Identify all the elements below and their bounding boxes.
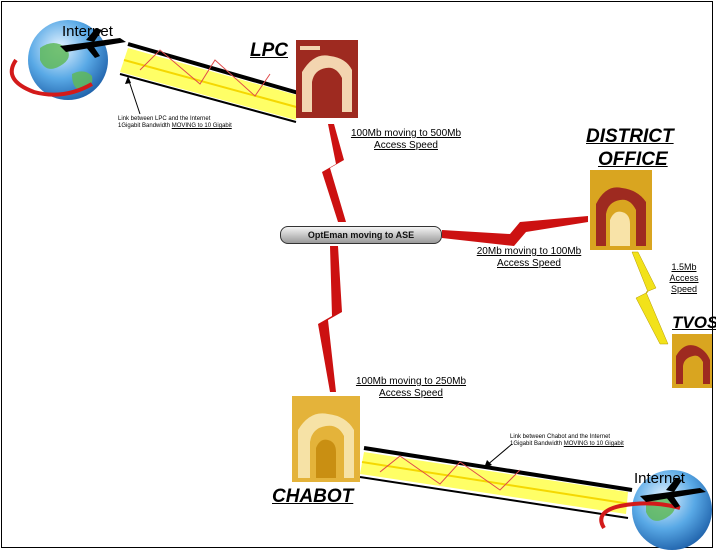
speed-label-tvos: 1.5Mb Access Speed [664,262,704,295]
optemane-label: OptEman moving to ASE [308,230,414,240]
internet-label-top: Internet [62,23,113,40]
lightning-district-tvos [632,252,668,344]
speed-label-lpc: 100Mb moving to 500Mb Access Speed [338,128,474,152]
lpc-note-emph: MOVING to 10 Gigabit [172,123,232,129]
speed-lpc-line1: 100Mb moving to 500Mb [338,128,474,140]
speed-tvos-line2: Access [664,273,704,284]
tvos-logo [672,334,712,388]
chabot-logo [292,396,360,482]
lpc-logo [296,40,358,118]
lpc-note-line1: Link between LPC and the Internet [118,116,298,123]
speed-chabot-line2: Access Speed [346,388,476,400]
chabot-note-line2: 1Gigabit Bandwidth MOVING to 10 Gigabit [510,441,700,448]
chabot-link-note: Link between Chabot and the Internet 1Gi… [510,434,700,448]
chabot-note-emph: MOVING to 10 Gigabit [564,441,624,447]
speed-label-chabot: 100Mb moving to 250Mb Access Speed [346,376,476,400]
internet-label-bottom: Internet [634,470,685,487]
site-label-lpc: LPC [250,40,288,62]
speed-chabot-line1: 100Mb moving to 250Mb [346,376,476,388]
chabot-internet-pipe [360,448,632,518]
site-label-district-line2: OFFICE [598,149,668,171]
site-label-district-line1: DISTRICT [586,126,674,148]
lpc-note-prefix: 1Gigabit Bandwidth [118,123,170,129]
district-office-logo [590,170,652,250]
chabot-note-line1: Link between Chabot and the Internet [510,434,700,441]
optemane-bar: OptEman moving to ASE [280,226,442,244]
speed-district-line2: Access Speed [466,258,592,270]
chabot-note-prefix: 1Gigabit Bandwidth [510,441,562,447]
speed-label-district: 20Mb moving to 100Mb Access Speed [466,246,592,270]
lightning-optbar-chabot [318,246,342,392]
lightning-optbar-district [442,216,588,246]
lpc-note-arrow [128,78,140,114]
site-label-tvos: TVOS [672,313,716,333]
chabot-note-arrow [486,444,512,466]
lpc-link-note: Link between LPC and the Internet 1Gigab… [118,116,298,130]
speed-district-line1: 20Mb moving to 100Mb [466,246,592,258]
lpc-note-line2: 1Gigabit Bandwidth MOVING to 10 Gigabit [118,123,298,130]
speed-tvos-line1: 1.5Mb [664,262,704,273]
speed-tvos-line3: Speed [664,284,704,295]
site-label-chabot: CHABOT [272,486,353,508]
speed-lpc-line2: Access Speed [338,140,474,152]
